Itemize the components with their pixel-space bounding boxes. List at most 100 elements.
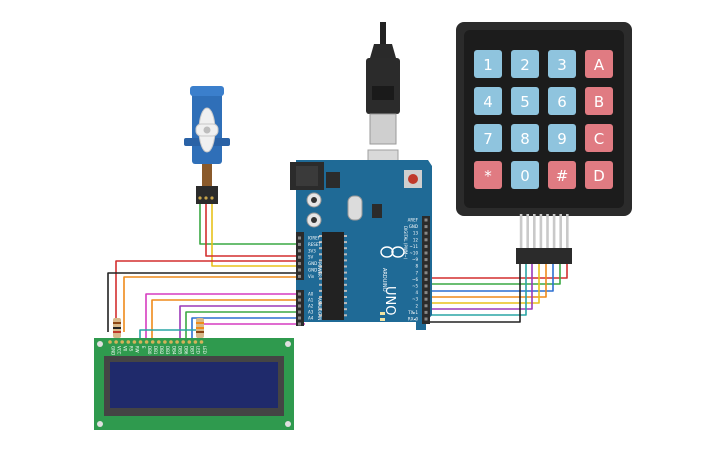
lcd-pin[interactable] [181,340,185,344]
lcd-pin[interactable] [163,340,167,344]
lcd-pin-label: LED [196,346,201,354]
key-label: 9 [557,130,567,148]
tx-led [380,312,385,315]
keypad-key[interactable]: C [585,124,613,152]
keypad-key[interactable]: 5 [511,87,539,115]
wire-a4 [191,317,305,340]
keypad-key[interactable]: # [548,161,576,189]
pin-label: A2 [308,304,314,309]
header-pin[interactable] [424,238,428,242]
reset-button[interactable] [408,174,418,184]
wire-servo-gnd [205,204,305,257]
header-pin[interactable] [298,255,301,259]
header-pin[interactable] [424,264,428,268]
pin-label: GND [409,224,418,229]
keypad-key[interactable]: 6 [548,87,576,115]
keypad-key[interactable]: 1 [474,50,502,78]
pin-label: 13 [413,231,419,236]
resistor-band [113,327,121,329]
lcd-pin[interactable] [108,340,112,344]
voltage-regulator [326,172,340,188]
lcd-pin[interactable] [157,340,161,344]
keypad-key[interactable]: D [585,161,613,189]
key-cap [511,87,539,115]
lcd-pin[interactable] [199,340,204,344]
keypad-key[interactable]: 2 [511,50,539,78]
lcd-pin-label: DB3 [165,346,170,355]
key-label: 3 [557,56,567,74]
header-pin[interactable] [298,298,301,302]
header-pin[interactable] [298,322,301,326]
header-pin[interactable] [298,310,301,314]
lcd-pin[interactable] [120,340,124,344]
key-label: 5 [520,93,530,111]
header-pin[interactable] [424,258,428,262]
lcd-pin[interactable] [144,340,149,344]
header-pin[interactable] [424,225,428,229]
header-pin[interactable] [424,244,428,248]
header-pin[interactable] [424,277,428,281]
lcd-pin[interactable] [169,340,173,344]
lcd-pin[interactable] [126,340,131,344]
pin-label: 12 [413,237,419,242]
header-pin[interactable] [298,304,301,308]
header-pin[interactable] [424,218,428,222]
keypad-key[interactable]: 7 [474,124,502,152]
chip-leg [319,235,322,237]
keypad-key[interactable]: A [585,50,613,78]
pin-label: TX▸1 [407,310,418,315]
chip-leg [319,271,322,274]
header-pin[interactable] [424,291,428,295]
chip-leg [319,289,322,292]
keypad-key[interactable]: 3 [548,50,576,78]
header-pin[interactable] [424,251,428,255]
header-pin[interactable] [424,297,428,301]
resistor-1[interactable] [113,318,121,338]
header-pin[interactable] [298,249,301,253]
header-pin[interactable] [424,231,428,235]
keypad-face [464,30,624,208]
header-pin[interactable] [298,316,301,320]
header-pin[interactable] [298,262,301,266]
lcd-pin[interactable] [187,340,192,344]
lcd-pin[interactable] [132,340,137,344]
keypad-key[interactable]: 0 [511,161,539,189]
lcd-mount-hole [97,341,103,347]
header-pin[interactable] [298,268,301,272]
ribbon-trace [539,214,543,250]
header-pin[interactable] [424,284,428,288]
header-pin[interactable] [298,274,301,278]
header-pin[interactable] [424,304,428,308]
pin-label: ~9 [412,257,418,262]
servo-top-cap [190,86,224,96]
lcd-pin[interactable] [150,340,155,344]
header-pin[interactable] [298,242,301,246]
keypad-key[interactable]: B [585,87,613,115]
lcd-pin[interactable] [193,340,198,344]
chip-leg [319,302,322,305]
keypad-key[interactable]: 8 [511,124,539,152]
pin-label: RX◂0 [408,317,419,322]
header-pin[interactable] [298,236,301,240]
lcd-pin[interactable] [114,340,118,344]
keypad-key[interactable]: * [474,161,502,189]
key-label: A [594,56,605,74]
key-cap [548,161,576,189]
ribbon-trace [546,214,549,250]
header-pin[interactable] [298,292,301,296]
header-pin[interactable] [424,317,428,321]
lcd-pin[interactable] [175,340,179,344]
wire-keypad-3 [427,262,554,292]
servo-motor[interactable] [184,86,230,204]
digital-header-label: DIGITAL (PWM~) [403,226,408,260]
keypad-key[interactable]: 9 [548,124,576,152]
lcd-pin[interactable] [138,340,143,344]
header-pin[interactable] [424,271,428,275]
keypad-key[interactable]: 4 [474,87,502,115]
resistor-2[interactable] [196,318,204,338]
header-pin[interactable] [424,310,428,314]
